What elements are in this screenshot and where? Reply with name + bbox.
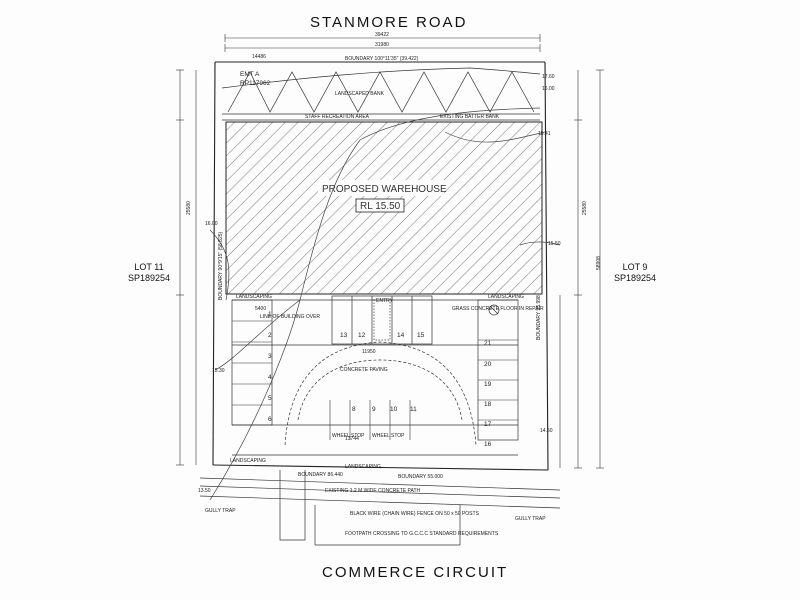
lot-right-name: LOT 9	[622, 262, 648, 272]
bay-right-6: 16	[484, 441, 492, 448]
level-7: 13.50	[198, 488, 211, 494]
warehouse-level-box	[355, 198, 405, 213]
lot-right-plan: SP189254	[614, 273, 657, 283]
landscaping-bottom-mid: LANDSCAPING	[345, 464, 381, 470]
lot-left-plan: SP189254	[128, 273, 171, 283]
road-label-bottom: COMMERCE CIRCUIT	[322, 564, 509, 581]
dim-right-total: 58908	[596, 256, 602, 270]
easement-name: EMT A	[240, 71, 260, 78]
dim-wall-right: 25580	[582, 201, 588, 215]
compass-needle-icon	[489, 305, 499, 315]
line-building-label: LINE OF BUILDING OVER	[260, 314, 320, 320]
lot-left-name: LOT 11	[134, 262, 164, 272]
level-4: 16.00	[205, 221, 218, 227]
batter-bank-label: EXISTING BATTER BANK	[440, 114, 500, 120]
level-6: 14.50	[540, 428, 553, 434]
gully-trap-left: GULLY TRAP	[205, 508, 236, 514]
road-frontage	[199, 470, 561, 546]
bay-left-6: 6	[268, 416, 272, 423]
bay-left-3: 3	[268, 353, 272, 360]
level-8: 15.30	[212, 368, 225, 374]
gully-trap-right: GULLY TRAP	[515, 516, 546, 522]
bay-right-3: 19	[484, 381, 492, 388]
level-2: 16.00	[542, 86, 555, 92]
dim-wall-left: 25580	[186, 201, 192, 215]
bay-upper-1: 13	[340, 332, 348, 339]
bays-width-dim: 13744	[345, 436, 359, 442]
fence-note: BLACK WIRE (CHAIN WIRE) FENCE ON 50 x 50…	[350, 511, 480, 517]
concrete-path-label: EXISTING 1.2 M WIDE CONCRETE PATH	[325, 488, 420, 494]
boundary-top-label: BOUNDARY 100°11'35" (39.422)	[345, 56, 419, 62]
landscaped-bank-label: LANDSCAPED BANK	[335, 91, 385, 97]
bay-right-4: 18	[484, 401, 492, 408]
bay-left-2: 2	[268, 332, 272, 339]
bay-left-5: 5	[268, 395, 272, 402]
warehouse-label: PROPOSED WAREHOUSE	[322, 184, 447, 195]
bay-right-1: 21	[484, 340, 492, 347]
entry-label: ENTRY	[376, 298, 394, 304]
footpath-note: FOOTPATH CROSSING TO G.C.C.C STANDARD RE…	[345, 531, 499, 537]
bay-right-2: 20	[484, 361, 492, 368]
road-label-top: STANMORE ROAD	[310, 14, 468, 31]
top-dimensions	[224, 34, 541, 52]
ramp-dim: 5400	[255, 306, 266, 312]
bay-upper-2: 12	[358, 332, 366, 339]
easement-plan: RP117962	[240, 80, 271, 87]
bay-right-5: 17	[484, 421, 492, 428]
contour-lines	[209, 107, 561, 501]
landscaping-left-label: LANDSCAPING	[236, 294, 272, 300]
bay-mid-1: 8	[352, 406, 356, 413]
wheel-stop-1: WHEEL STOP	[332, 433, 365, 439]
landscaped-bank	[221, 67, 541, 121]
dim-top-inner: 31980	[375, 42, 389, 48]
car-depth-dim: 11950	[362, 349, 376, 355]
dim-top-seg: 14486	[252, 54, 266, 60]
side-dimensions	[176, 69, 604, 469]
bay-mid-3: 10	[390, 406, 398, 413]
bay-left-4: 4	[268, 374, 272, 381]
right-parking-bays	[478, 339, 518, 421]
grass-concrete-label: GRASS CONCRETE FLOOR IN REPAIR	[452, 306, 544, 312]
boundary-left-label: BOUNDARY 90°9'15" (58.825)	[218, 231, 224, 300]
boundary-bottom-left: BOUNDARY 86.440	[298, 472, 343, 478]
lot-label-left: LOT 11 SP189254	[128, 262, 170, 284]
bay-upper-4: 15	[417, 332, 425, 339]
boundary-bottom-right: BOUNDARY 55.000	[398, 474, 443, 480]
level-3: 15.41	[538, 131, 551, 137]
site-boundary	[212, 61, 549, 471]
bay-mid-4: 11	[410, 406, 417, 413]
left-parking-bays	[232, 320, 272, 406]
bay-mid-2: 9	[372, 406, 376, 413]
lot-label-right: LOT 9 SP189254	[614, 262, 656, 284]
bay-upper-3: 14	[397, 332, 405, 339]
upper-parking-bays	[331, 295, 433, 345]
middle-parking-bays	[329, 400, 411, 440]
bay-left-1: 1	[268, 311, 272, 318]
concrete-paving-label: CONCRETE PAVING	[340, 367, 388, 373]
warehouse-level: RL 15.50	[360, 201, 401, 212]
dim-top-overall: 39422	[375, 32, 389, 38]
staff-area-label: STAFF RECREATION AREA	[305, 114, 370, 120]
parking-outline	[231, 299, 519, 456]
landscaping-bottom-left: LANDSCAPING	[230, 458, 266, 464]
boundary-right-label: BOUNDARY 55.998	[536, 295, 542, 340]
wheel-stop-2: WHEEL STOP	[372, 433, 405, 439]
compass-icon	[488, 304, 500, 316]
warehouse-label-bg	[318, 180, 444, 196]
level-5: 15.50	[548, 241, 561, 247]
level-1: 17.60	[542, 74, 555, 80]
landscaping-right-label: LANDSCAPING	[488, 294, 524, 300]
